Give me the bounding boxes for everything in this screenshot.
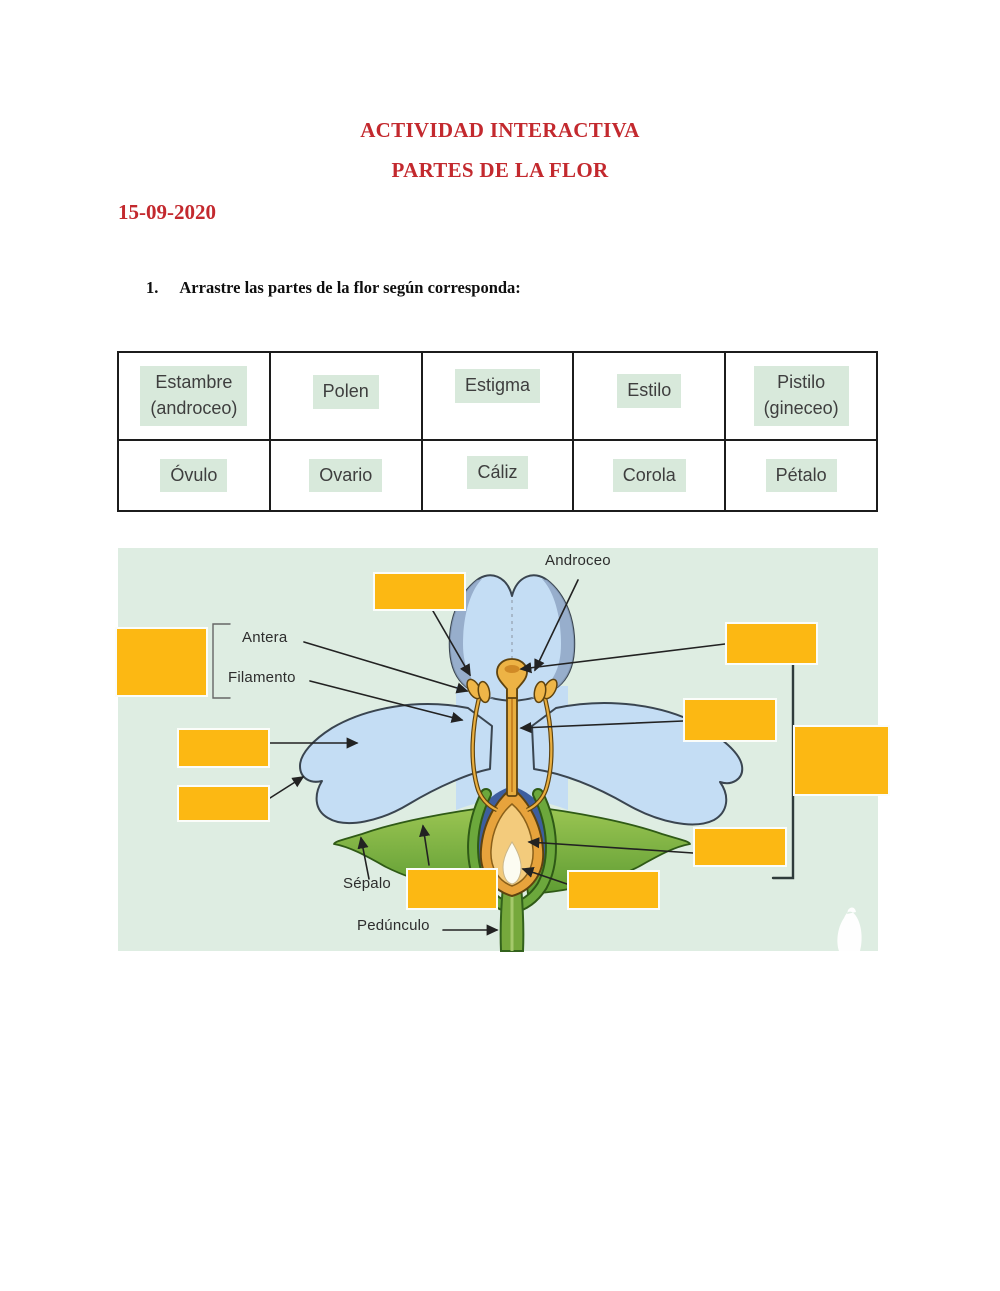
bracket-left bbox=[212, 623, 231, 699]
corola-arrow bbox=[269, 776, 305, 799]
flower-illustration bbox=[212, 574, 862, 952]
drop-slot-far-right[interactable] bbox=[793, 725, 890, 796]
antera-label: Antera bbox=[242, 629, 288, 646]
word-bank-cell: Cáliz bbox=[420, 439, 575, 512]
ovulo-arrow bbox=[521, 867, 568, 885]
stamens bbox=[466, 678, 558, 813]
filamento-arrow bbox=[309, 680, 464, 723]
flower-diagram: Androceo Antera Filamento Sépalo Pedúncu… bbox=[115, 548, 890, 952]
filamento-label: Filamento bbox=[228, 669, 296, 686]
page-title: ACTIVIDAD INTERACTIVA bbox=[360, 118, 640, 142]
drop-slot-bottom-right[interactable] bbox=[693, 827, 787, 867]
sepalo-label: Sépalo bbox=[343, 875, 391, 892]
drag-chip-estambre[interactable]: Estambre (androceo) bbox=[140, 366, 248, 426]
drag-chip-petalo[interactable]: Pétalo bbox=[765, 458, 837, 493]
word-bank-table: Estambre (androceo) Polen Estigma Estilo… bbox=[117, 351, 878, 512]
drag-chip-corola[interactable]: Corola bbox=[612, 458, 686, 493]
drop-slot-left-lower[interactable] bbox=[177, 785, 270, 822]
drag-chip-estigma[interactable]: Estigma bbox=[454, 369, 540, 403]
word-bank-cell: Ovario bbox=[268, 439, 423, 512]
word-bank-cell: Óvulo bbox=[117, 439, 271, 512]
task-number: 1. bbox=[146, 278, 159, 297]
drop-slot-left-petal[interactable] bbox=[177, 728, 270, 768]
drop-slot-bottom-center[interactable] bbox=[567, 870, 660, 910]
word-bank-cell: Estilo bbox=[572, 351, 727, 441]
androceo-arrow bbox=[534, 579, 579, 672]
drop-slot-top-center[interactable] bbox=[373, 572, 466, 611]
androceo-label: Androceo bbox=[545, 552, 611, 569]
ovario-arrow bbox=[527, 837, 694, 854]
drag-chip-pistilo[interactable]: Pistilo (gineceo) bbox=[753, 366, 849, 426]
drag-chip-caliz[interactable]: Cáliz bbox=[467, 455, 528, 490]
word-bank-cell: Corola bbox=[572, 439, 727, 512]
word-bank-cell: Estambre (androceo) bbox=[117, 351, 271, 441]
connector-lines bbox=[212, 579, 795, 936]
drop-slot-bottom-left[interactable] bbox=[406, 868, 498, 910]
sepalo-arrow-2 bbox=[419, 824, 431, 866]
antera-arrow bbox=[303, 641, 469, 694]
estilo-arrow bbox=[519, 720, 684, 734]
pedunculo-label: Pedúnculo bbox=[357, 917, 430, 934]
polen-arrow bbox=[432, 610, 471, 677]
drag-chip-polen[interactable]: Polen bbox=[312, 375, 379, 409]
drop-slot-upper-left[interactable] bbox=[115, 627, 208, 697]
date-text: 15-09-2020 bbox=[118, 200, 216, 224]
estigma-arrow bbox=[519, 643, 726, 674]
left-petal bbox=[299, 703, 493, 825]
word-bank-cell: Pétalo bbox=[724, 439, 878, 512]
drop-slot-top-right[interactable] bbox=[725, 622, 818, 665]
task-instruction: 1. Arrastre las partes de la flor según c… bbox=[146, 278, 521, 298]
ovule bbox=[502, 841, 522, 885]
page-subtitle: PARTES DE LA FLOR bbox=[391, 158, 609, 182]
anther-right bbox=[533, 678, 558, 704]
word-bank-cell: Polen bbox=[268, 351, 423, 441]
anther-left bbox=[466, 678, 491, 704]
stem bbox=[499, 885, 525, 952]
word-bank-row: Estambre (androceo) Polen Estigma Estilo… bbox=[117, 351, 878, 441]
flower-art bbox=[299, 574, 862, 952]
white-smudge bbox=[837, 907, 862, 951]
drag-chip-ovario[interactable]: Ovario bbox=[309, 458, 383, 493]
drag-chip-estilo[interactable]: Estilo bbox=[617, 374, 682, 408]
word-bank-cell: Pistilo (gineceo) bbox=[724, 351, 878, 441]
sepalo-arrow-1 bbox=[357, 836, 370, 880]
word-bank-cell: Estigma bbox=[420, 351, 575, 441]
drag-chip-ovulo[interactable]: Óvulo bbox=[160, 458, 228, 493]
task-instruction-text: Arrastre las partes de la flor según cor… bbox=[179, 278, 521, 297]
drop-slot-mid-right[interactable] bbox=[683, 698, 777, 742]
word-bank-row: Óvulo Ovario Cáliz Corola Pétalo bbox=[117, 439, 878, 512]
